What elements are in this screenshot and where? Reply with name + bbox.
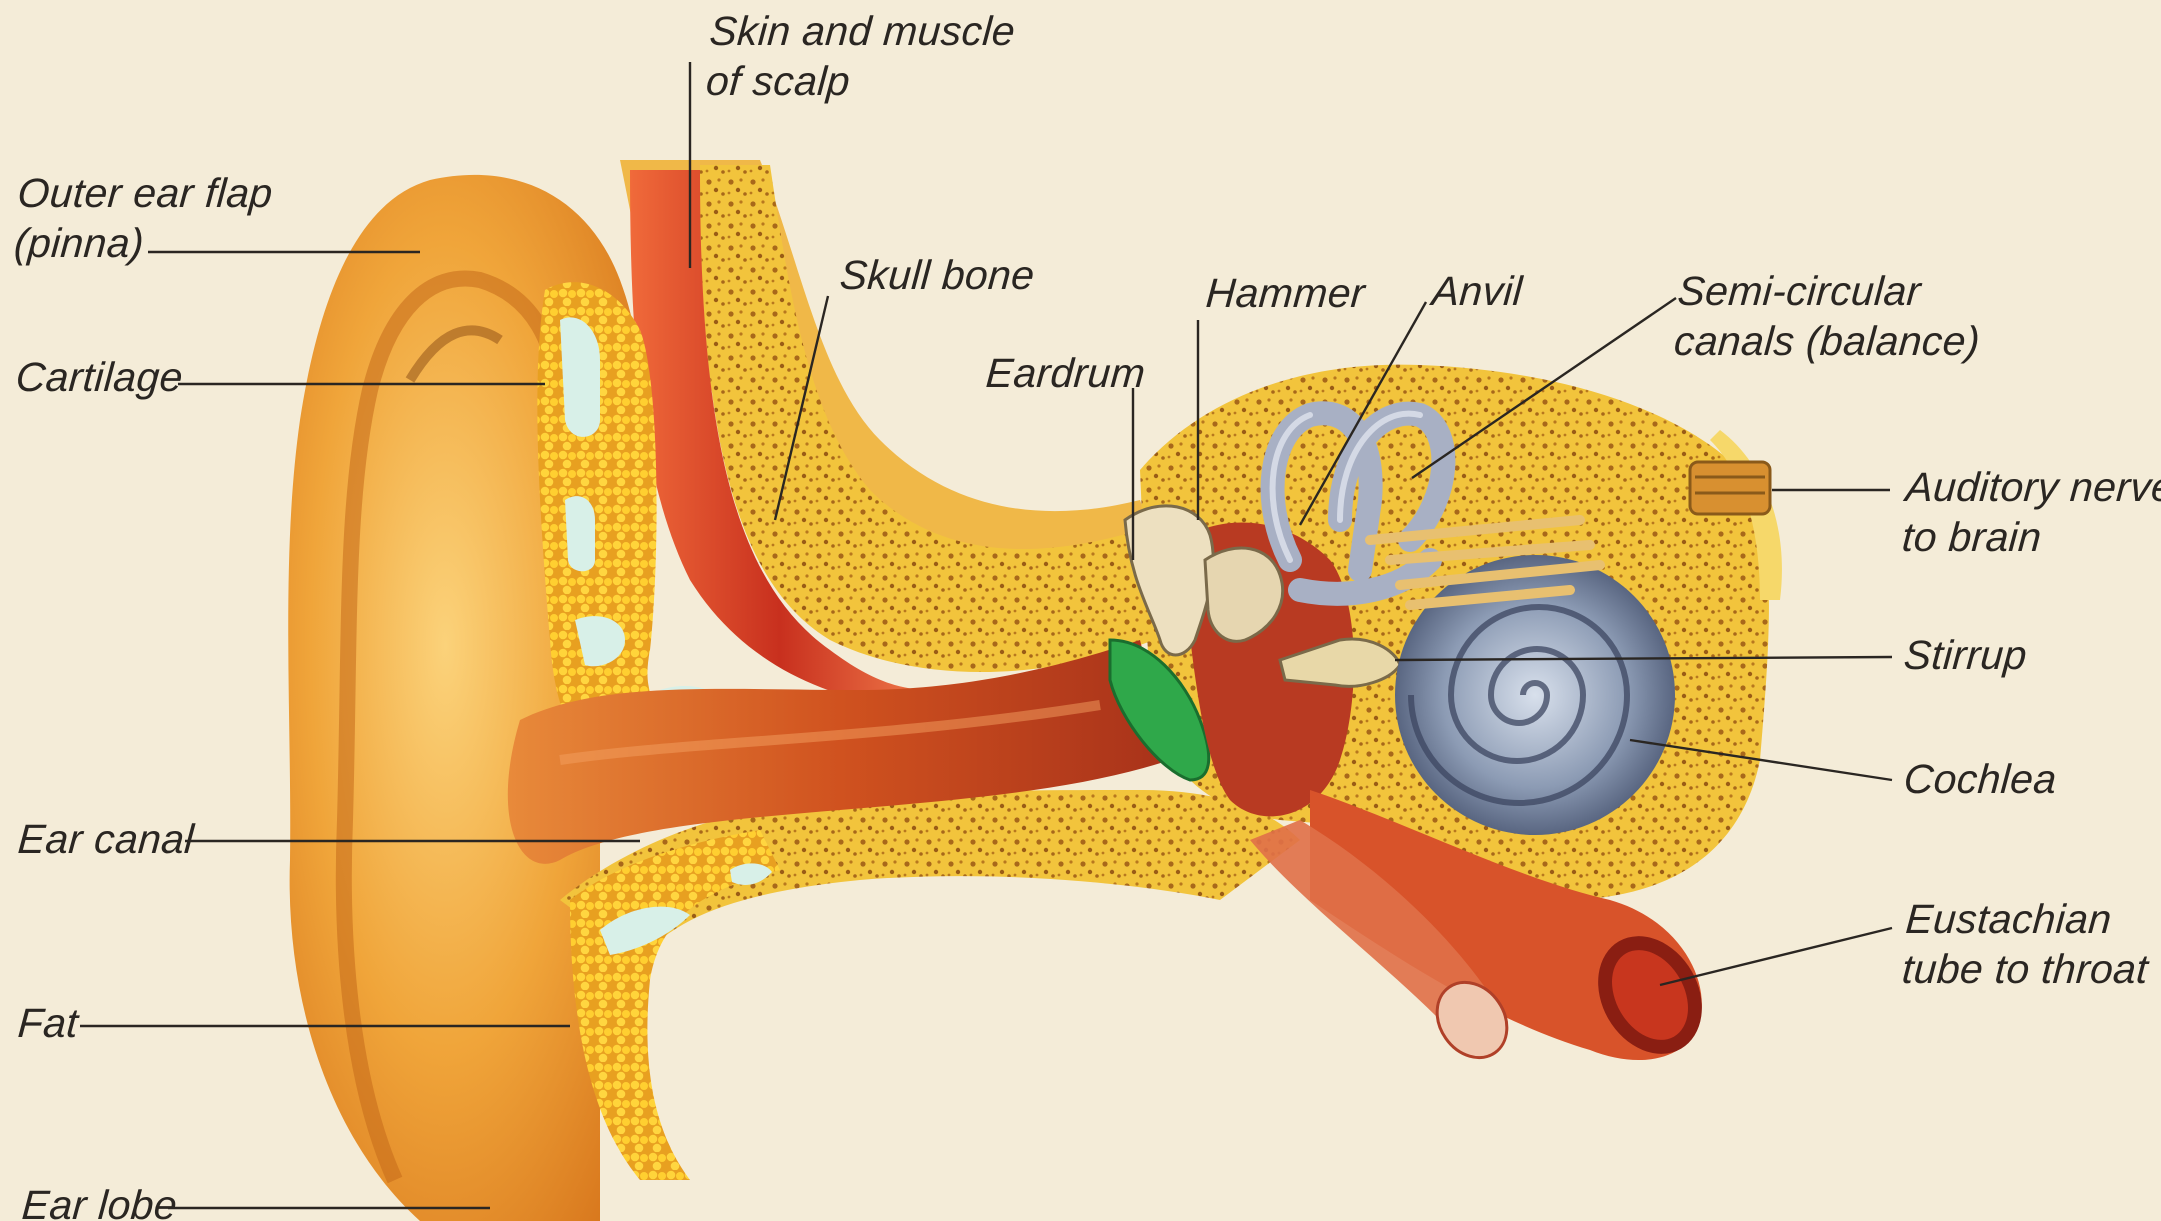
label-auditory-nerve: Auditory nerve to brain (1901, 462, 2161, 562)
label-outer-ear-line1: Outer ear flap (16, 168, 274, 218)
label-fat: Fat (16, 998, 80, 1048)
label-eardrum: Eardrum (984, 348, 1147, 398)
label-eustachian-line2: tube to throat (1901, 944, 2150, 994)
label-skin-muscle-line1: Skin and muscle (708, 6, 1017, 56)
label-eustachian: Eustachian tube to throat (1901, 894, 2154, 994)
label-skull-bone: Skull bone (838, 250, 1036, 300)
label-eustachian-line1: Eustachian (1904, 894, 2153, 944)
label-cartilage: Cartilage (14, 352, 184, 402)
label-semicircular-line1: Semi-circular (1676, 266, 1985, 316)
label-auditory-nerve-line1: Auditory nerve (1904, 462, 2161, 512)
label-hammer: Hammer (1204, 268, 1366, 318)
label-ear-lobe: Ear lobe (20, 1180, 179, 1221)
label-semicircular-line2: canals (balance) (1673, 316, 1982, 366)
label-anvil: Anvil (1430, 266, 1524, 316)
label-ear-canal: Ear canal (16, 814, 195, 864)
label-skin-muscle-line2: of scalp (705, 56, 1014, 106)
label-outer-ear-line2: (pinna) (13, 218, 271, 268)
label-cochlea: Cochlea (1902, 754, 2058, 804)
label-semicircular: Semi-circular canals (balance) (1673, 266, 1986, 366)
label-outer-ear: Outer ear flap (pinna) (13, 168, 275, 268)
label-skin-muscle: Skin and muscle of scalp (705, 6, 1017, 106)
label-stirrup: Stirrup (1902, 630, 2028, 680)
label-auditory-nerve-line2: to brain (1901, 512, 2161, 562)
